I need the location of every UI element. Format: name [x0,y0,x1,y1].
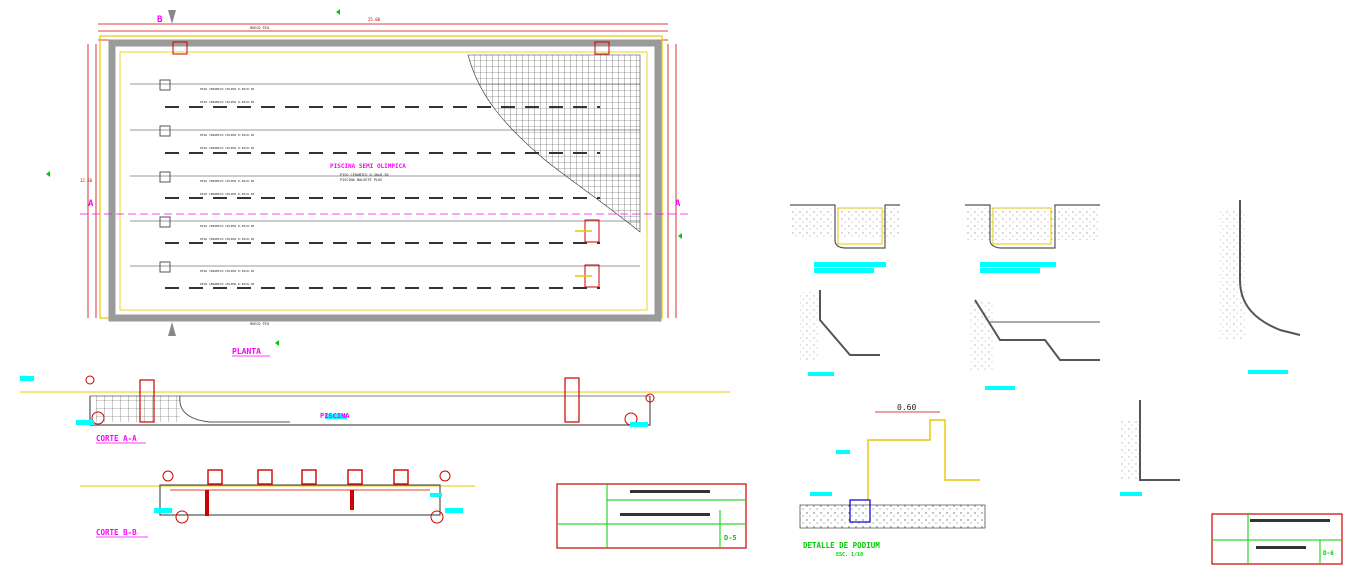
lane-heads [575,230,592,277]
pool-sub1: PISO CERAMICO 0.30x0.30 [340,173,388,177]
level-markers [46,9,682,346]
section-a-mark-right: A [675,199,681,209]
section-a-pool: PISCINA [320,412,350,420]
svg-text:PISO CERAMICO CELIMA 0.30x0.30: PISO CERAMICO CELIMA 0.30x0.30 [200,237,254,241]
svg-text:PISO CERAMICO CELIMA 0.30x0.30: PISO CERAMICO CELIMA 0.30x0.30 [200,100,254,104]
detail-gutters [790,200,1301,496]
section-a-mark-left: A [88,199,94,209]
section-a-title: CORTE A-A [96,434,137,443]
tiled-area [467,54,641,233]
section-b: CORTE B-B [80,469,475,538]
lane-lines [130,83,640,267]
svg-text:PISO CERAMICO CELIMA 0.30x0.30: PISO CERAMICO CELIMA 0.30x0.30 [200,282,254,286]
lane-markers [165,106,600,289]
section-b-mark-top: B [157,15,163,25]
detail-podium: 0.60 DETALLE DE PODIUM ESC. 1/10 [799,403,986,558]
section-b-title: CORTE B-B [96,528,137,537]
hole-label-bottom: HUECO PIO [250,322,269,326]
podium-title: DETALLE DE PODIUM [803,541,880,550]
pool-name: PISCINA SEMI OLIMPICA [330,163,406,170]
section-marks: A A B [80,10,688,336]
section-b-blocks [207,469,409,485]
deck-edge [119,51,648,311]
sheet-code-right: D-6 [1323,550,1334,557]
sheet-code-left: D-5 [724,534,737,542]
svg-text:PISO CERAMICO CELIMA 0.30x0.30: PISO CERAMICO CELIMA 0.30x0.30 [200,192,254,196]
svg-text:PISO CERAMICO CELIMA 0.30x0.30: PISO CERAMICO CELIMA 0.30x0.30 [200,269,254,273]
pool-plan: 25.00 12.50 PISO CERAMICO CELIMA 0.30x0.… [80,10,688,357]
svg-text:PISO CERAMICO CELIMA 0.30x0.30: PISO CERAMICO CELIMA 0.30x0.30 [200,133,254,137]
svg-text:PISO CERAMICO CELIMA 0.30x0.30: PISO CERAMICO CELIMA 0.30x0.30 [200,179,254,183]
dim-top-label: 25.00 [368,17,381,22]
starting-blocks [159,79,171,273]
section-a: PISCINA CORTE A-A [20,375,730,444]
podium-scale: ESC. 1/10 [836,552,863,558]
svg-text:PISO CERAMICO CELIMA 0.30x0.30: PISO CERAMICO CELIMA 0.30x0.30 [200,224,254,228]
svg-text:PISO CERAMICO CELIMA 0.30x0.30: PISO CERAMICO CELIMA 0.30x0.30 [200,87,254,91]
plan-title: PLANTA [232,347,261,356]
title-block-right: D-6 [1211,513,1343,565]
pool-sub2: PISCINA BALSETE PLUS [340,178,382,182]
pool-wall [108,39,662,322]
lane-notes: PISO CERAMICO CELIMA 0.30x0.30 PISO CERA… [200,87,254,286]
title-block-left: D-5 [556,483,747,549]
svg-text:PISO CERAMICO CELIMA 0.30x0.30: PISO CERAMICO CELIMA 0.30x0.30 [200,146,254,150]
section-b-anchors [205,490,354,516]
hole-label-top: HUECO PIO [250,26,269,30]
dim-side-label: 12.50 [80,178,93,183]
podium-dim: 0.60 [897,403,916,412]
